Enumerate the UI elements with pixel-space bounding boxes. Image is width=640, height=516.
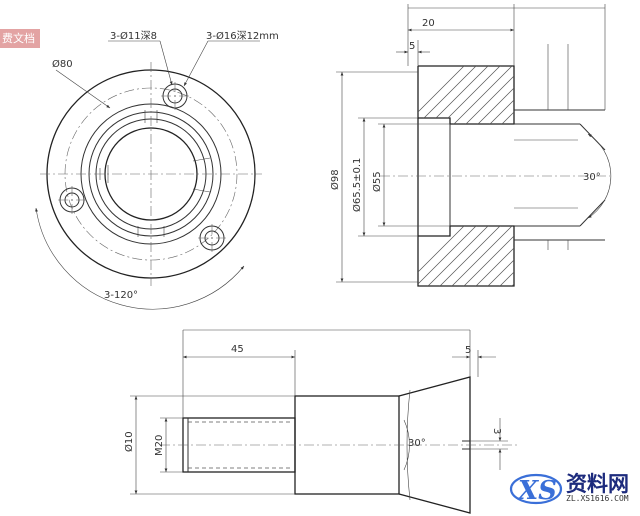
dim-step-5: 5 bbox=[409, 41, 415, 52]
watermark-url: ZL.XS1616.COM bbox=[566, 494, 629, 503]
dim-dia-65: Ø65.5±0.1 bbox=[351, 158, 363, 212]
bolt-hole-top bbox=[161, 82, 189, 110]
dim-angle-30-shaft: 30° bbox=[408, 438, 426, 449]
bolt-hole-right bbox=[198, 224, 226, 252]
dim-slot-3: 3 bbox=[491, 428, 502, 434]
dim-dia-10: Ø10 bbox=[123, 431, 135, 452]
dim-angle-30-section: 30° bbox=[583, 172, 601, 183]
dim-dia-55: Ø55 bbox=[371, 171, 383, 192]
dim-length-20: 20 bbox=[422, 18, 435, 29]
dim-tip-5: 5 bbox=[465, 345, 471, 356]
xs-logo-icon: XS bbox=[509, 473, 563, 506]
front-view: Ø80 3-Ø11深8 3-Ø16深12mm 3-120° bbox=[35, 30, 279, 310]
section-view: 20 5 Ø98 Ø65.5±0.1 Ø55 30° bbox=[329, 4, 612, 287]
dim-dia-98: Ø98 bbox=[329, 169, 341, 190]
bolt-hole-left bbox=[58, 186, 86, 214]
dim-length-45: 45 bbox=[231, 344, 244, 355]
document-badge: 费文档 bbox=[0, 29, 40, 48]
bottom-view: 45 5 Ø10 M20 30° 3 bbox=[123, 329, 518, 514]
dim-thread-m20: M20 bbox=[154, 435, 165, 456]
dim-angle-120: 3-120° bbox=[104, 290, 138, 301]
dim-small-holes: 3-Ø11深8 bbox=[110, 30, 157, 42]
dim-counterbore-holes: 3-Ø16深12mm bbox=[206, 30, 279, 42]
dim-dia-80: Ø80 bbox=[52, 58, 73, 70]
watermark-title: 资料网 bbox=[566, 472, 629, 496]
watermark-logo: XS 资料网 ZL.XS1616.COM bbox=[508, 462, 640, 516]
svg-text:XS: XS bbox=[516, 476, 557, 506]
